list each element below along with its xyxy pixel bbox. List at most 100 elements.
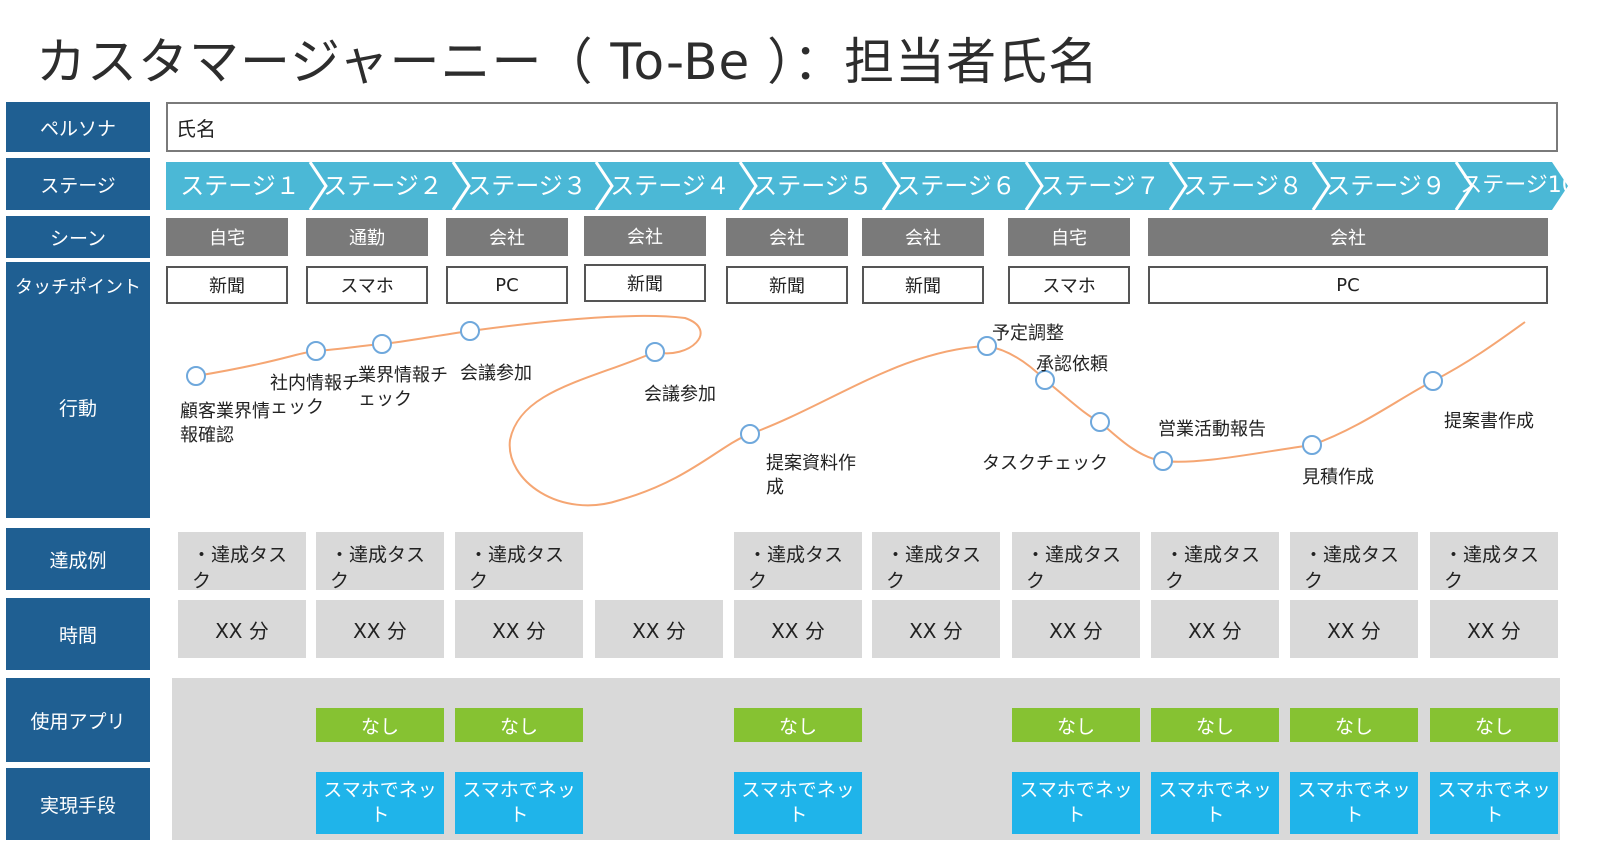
- app-badge: なし: [734, 708, 862, 742]
- app-badge: なし: [455, 708, 583, 742]
- means-badge: スマホでネット: [1151, 772, 1279, 834]
- stage-label-7: ステージ７: [1040, 172, 1160, 200]
- stage-chevron-3: [453, 162, 612, 210]
- action-label: 承認依頼: [1036, 354, 1108, 375]
- scene-cell: 会社: [862, 218, 984, 256]
- row-label-stage: ステージ: [6, 158, 150, 210]
- stage-chevron-4: [596, 162, 756, 210]
- means-badge: スマホでネット: [316, 772, 444, 834]
- scene-cell: 会社: [446, 218, 568, 256]
- journey-point: [1090, 412, 1110, 432]
- stage-chevron-1: [166, 162, 326, 210]
- stage-chevron-6: [883, 162, 1042, 210]
- touchpoint-cell: PC: [1148, 266, 1548, 304]
- journey-point: [186, 366, 206, 386]
- touchpoint-cell: 新聞: [584, 264, 706, 302]
- stage-label-10: ステージ10: [1460, 173, 1576, 198]
- stage-label-6: ステージ６: [896, 172, 1016, 200]
- action-label: 営業活動報告: [1158, 419, 1266, 440]
- stage-label-1: ステージ１: [180, 172, 300, 200]
- means-badge: スマホでネット: [1012, 772, 1140, 834]
- journey-point: [977, 336, 997, 356]
- app-badge: なし: [1290, 708, 1418, 742]
- touchpoint-cell: 新聞: [726, 266, 848, 304]
- action-label: 提案書作成: [1444, 411, 1534, 432]
- action-label: 社内情報チェック: [270, 373, 360, 418]
- action-label: 業界情報チェック: [358, 365, 448, 410]
- achievement-cell: ・達成タスク: [316, 532, 444, 592]
- page-title: カスタマージャーニー（ To-Be ）：担当者氏名: [36, 33, 1100, 91]
- achievement-cell: ・達成タスク: [178, 532, 306, 592]
- means-badge: スマホでネット: [455, 772, 583, 834]
- means-badge: スマホでネット: [1430, 772, 1558, 834]
- journey-point: [1035, 370, 1055, 390]
- stage-label-4: ステージ４: [610, 172, 730, 200]
- stage-label-3: ステージ３: [467, 172, 587, 200]
- scene-cell: 通勤: [306, 218, 428, 256]
- stage-label-9: ステージ９: [1326, 172, 1446, 200]
- achievement-cell: ・達成タスク: [734, 532, 862, 592]
- achievement-cell: ・達成タスク: [872, 532, 1000, 592]
- journey-point: [460, 321, 480, 341]
- time-cell: XX 分: [1012, 600, 1140, 658]
- stage-label-2: ステージ２: [323, 172, 443, 200]
- time-cell: XX 分: [455, 600, 583, 658]
- row-label-persona: ペルソナ: [6, 102, 150, 152]
- stage-label-8: ステージ８: [1183, 172, 1303, 200]
- row-label-app: 使用アプリ: [6, 678, 150, 762]
- stage-chevron-2: [310, 162, 469, 210]
- stage-chevron-5: [740, 162, 899, 210]
- journey-point: [306, 341, 326, 361]
- scene-cell: 自宅: [166, 218, 288, 256]
- action-label: 予定調整: [992, 323, 1064, 344]
- stage-chevron-8: [1170, 162, 1329, 210]
- row-label-touchpoint: タッチポイント: [6, 262, 150, 310]
- action-label: 顧客業界情報確認: [180, 401, 270, 446]
- persona-field: 氏名: [166, 102, 1558, 152]
- stage-chevron-7: [1026, 162, 1186, 210]
- achievement-cell: ・達成タスク: [1012, 532, 1140, 592]
- touchpoint-cell: 新聞: [166, 266, 288, 304]
- action-label: 提案資料作成: [766, 453, 856, 498]
- action-label: 会議参加: [460, 363, 532, 384]
- action-label: 会議参加: [644, 384, 716, 405]
- stage-chevron-10: [1456, 162, 1568, 210]
- time-cell: XX 分: [1290, 600, 1418, 658]
- row-label-achievement: 達成例: [6, 528, 150, 590]
- row-label-means: 実現手段: [6, 768, 150, 840]
- touchpoint-cell: スマホ: [306, 266, 428, 304]
- stage-label-5: ステージ５: [753, 172, 873, 200]
- app-badge: なし: [1430, 708, 1558, 742]
- touchpoint-cell: PC: [446, 266, 568, 304]
- journey-point: [1302, 435, 1322, 455]
- app-badge: なし: [316, 708, 444, 742]
- app-badge: なし: [1012, 708, 1140, 742]
- time-cell: XX 分: [595, 600, 723, 658]
- touchpoint-cell: 新聞: [862, 266, 984, 304]
- journey-point: [645, 342, 665, 362]
- touchpoint-cell: スマホ: [1008, 266, 1130, 304]
- time-cell: XX 分: [734, 600, 862, 658]
- action-label: 見積作成: [1302, 467, 1374, 488]
- time-cell: XX 分: [178, 600, 306, 658]
- stage-chevron-9: [1313, 162, 1472, 210]
- app-badge: なし: [1151, 708, 1279, 742]
- row-label-block: タッチポイント 行動: [6, 262, 150, 518]
- scene-cell: 自宅: [1008, 218, 1130, 256]
- time-cell: XX 分: [1151, 600, 1279, 658]
- time-cell: XX 分: [872, 600, 1000, 658]
- time-cell: XX 分: [316, 600, 444, 658]
- stage-chevrons: [166, 161, 1568, 211]
- scene-cell: 会社: [584, 216, 706, 256]
- journey-point: [740, 424, 760, 444]
- row-label-action: 行動: [6, 382, 150, 432]
- journey-point: [1423, 371, 1443, 391]
- row-label-scene: シーン: [6, 216, 150, 258]
- achievement-cell: ・達成タスク: [455, 532, 583, 592]
- action-label: タスクチェック: [982, 453, 1108, 474]
- achievement-cell: ・達成タスク: [1290, 532, 1418, 592]
- journey-point: [372, 334, 392, 354]
- means-badge: スマホでネット: [734, 772, 862, 834]
- journey-point: [1153, 451, 1173, 471]
